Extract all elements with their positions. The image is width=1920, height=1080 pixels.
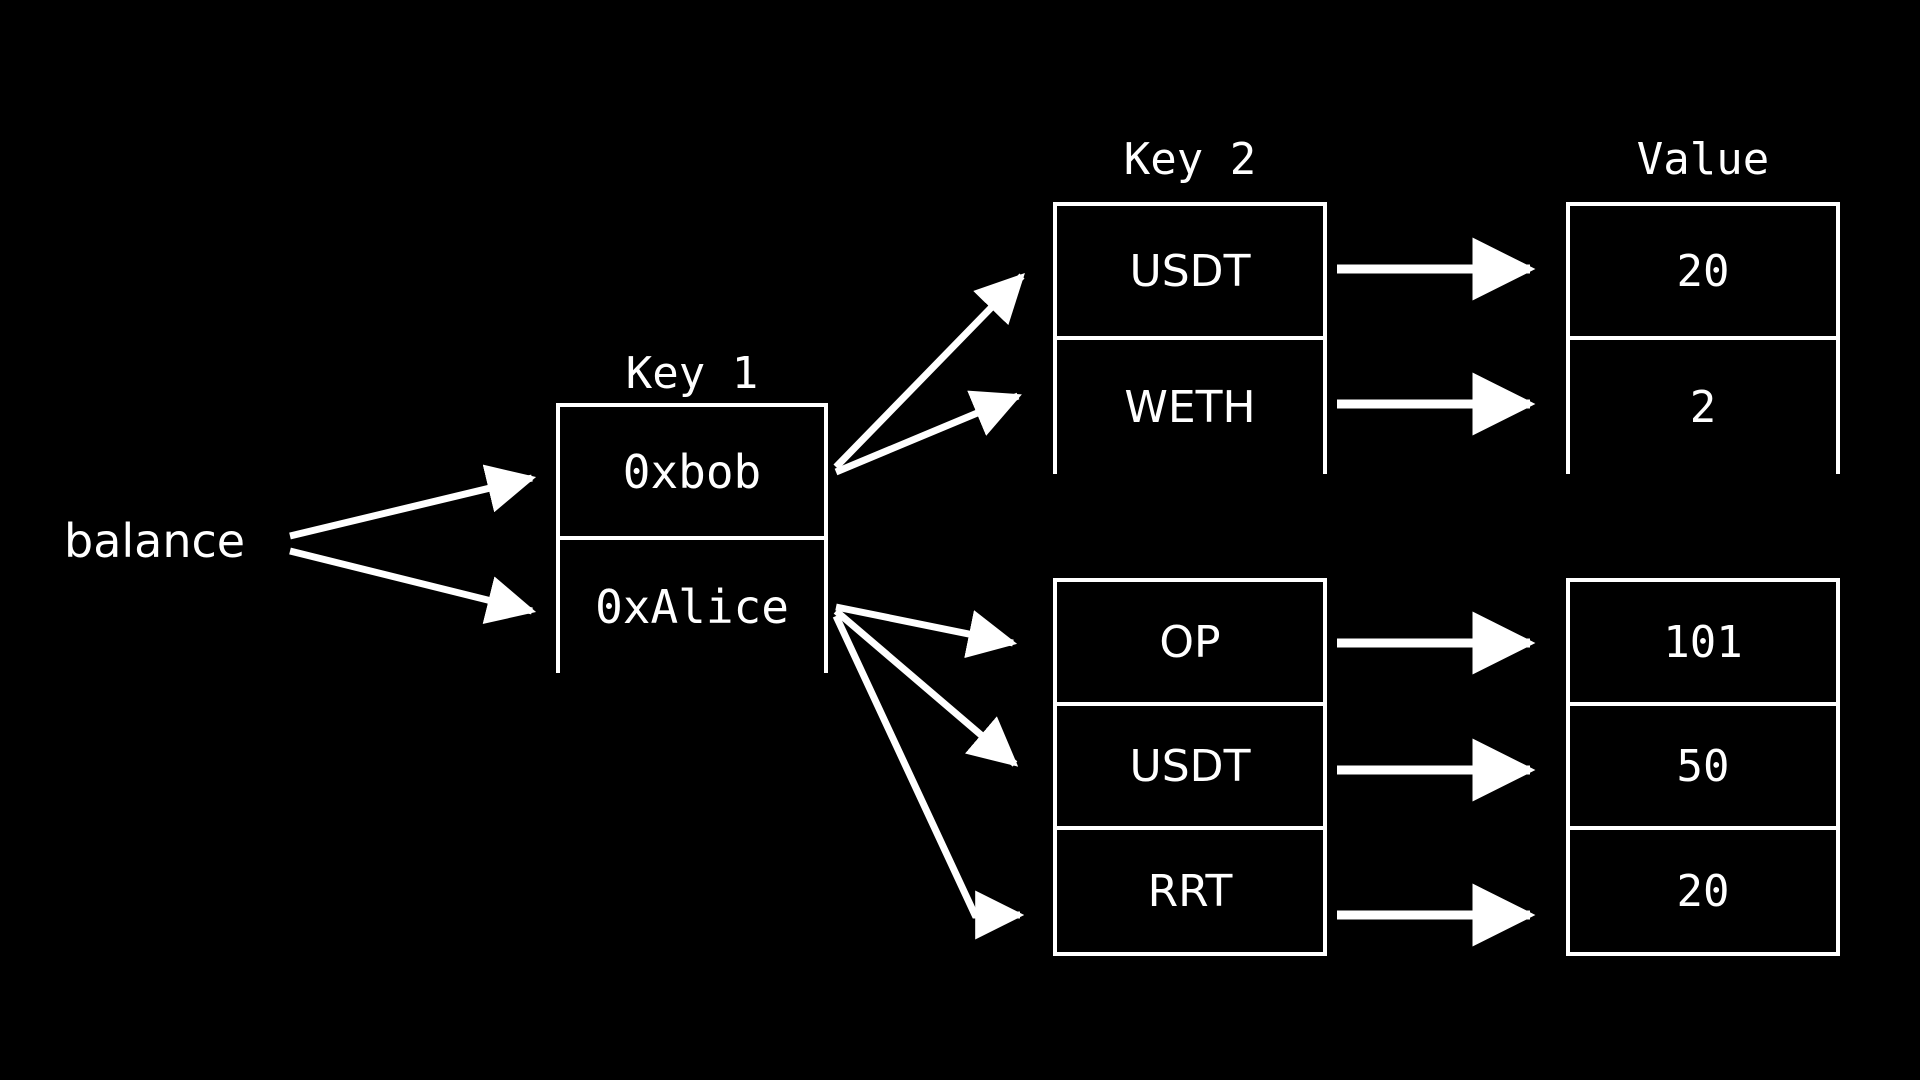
- alice-key2-row-rrt[interactable]: RRT: [1057, 830, 1323, 952]
- arrow-alice-to-op: [835, 603, 1018, 659]
- alice-key2-row-op[interactable]: OP: [1057, 582, 1323, 706]
- bob-value-row-usdt[interactable]: 20: [1570, 206, 1836, 340]
- balance-root-label: balance: [64, 514, 246, 568]
- key1-row-alice[interactable]: 0xAlice: [560, 540, 824, 673]
- value-column-label: Value: [1636, 134, 1770, 185]
- alice-value-row-rrt[interactable]: 20: [1570, 830, 1836, 952]
- arrow-balance-to-bob: [289, 464, 537, 540]
- key1-column-label: Key 1: [625, 348, 759, 399]
- bob-value-table: 20 2: [1566, 202, 1840, 474]
- alice-key2-table: OP USDT RRT: [1053, 578, 1327, 956]
- arrow-bob-to-usdt: [833, 272, 1025, 470]
- bob-value-row-weth[interactable]: 2: [1570, 340, 1836, 474]
- key2-column-label: Key 2: [1123, 134, 1257, 185]
- bob-key2-table: USDT WETH: [1053, 202, 1327, 474]
- bob-key2-row-weth[interactable]: WETH: [1057, 340, 1323, 474]
- key1-table: 0xbob 0xAlice: [556, 403, 828, 673]
- alice-value-row-usdt[interactable]: 50: [1570, 706, 1836, 830]
- arrow-alice-to-usdt: [833, 608, 1019, 767]
- alice-key2-row-usdt[interactable]: USDT: [1057, 706, 1323, 830]
- arrow-bob-to-weth: [834, 390, 1022, 476]
- alice-value-row-op[interactable]: 101: [1570, 582, 1836, 706]
- key1-row-bob[interactable]: 0xbob: [560, 407, 824, 540]
- alice-value-table: 101 50 20: [1566, 578, 1840, 956]
- arrow-alice-to-rrt: [832, 614, 1025, 940]
- arrow-balance-to-alice: [289, 547, 537, 624]
- bob-key2-row-usdt[interactable]: USDT: [1057, 206, 1323, 340]
